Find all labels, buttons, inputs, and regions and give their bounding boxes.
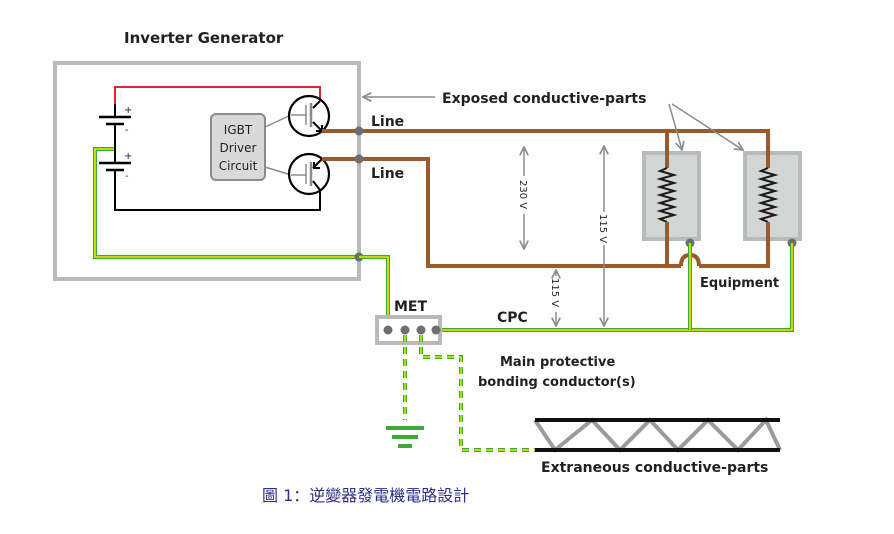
driver-label-line1: IGBT — [224, 123, 253, 137]
driver-label-line2: Driver — [220, 141, 257, 155]
igbt-driver-circuit: IGBT Driver Circuit — [210, 113, 292, 181]
battery-icon: + - + - — [99, 104, 132, 182]
line2-terminal — [354, 154, 364, 164]
voltage-115-indicator-2: 115 V — [549, 270, 560, 326]
generator-title: Inverter Generator — [124, 29, 284, 47]
exposed-parts-label: Exposed conductive-parts — [442, 91, 646, 107]
bonding-conductors — [403, 335, 535, 452]
battery-plus-2: + — [124, 151, 132, 162]
igbt-transistor-upper-icon — [287, 94, 331, 138]
voltage-115-label-1: 115 V — [597, 214, 608, 243]
extraneous-truss — [533, 416, 782, 453]
earth-wire-internal — [93, 147, 359, 259]
cpc-label: CPC — [497, 310, 528, 326]
equipment-1 — [642, 131, 701, 266]
equipment-label: Equipment — [700, 276, 779, 291]
voltage-115-label-2: 115 V — [549, 278, 560, 307]
igbt-transistor-lower-icon — [287, 152, 331, 196]
positive-wire — [114, 86, 321, 104]
line1-label: Line — [371, 114, 404, 130]
equipment-2 — [743, 131, 802, 266]
line-wires — [322, 129, 770, 268]
figure-caption: 圖 1：逆變器發電機電路設計 — [262, 486, 470, 505]
negative-wire — [114, 174, 321, 211]
battery-minus-2: - — [125, 171, 129, 182]
met-terminal — [375, 315, 442, 345]
met-label: MET — [394, 299, 427, 315]
voltage-115-indicator-1: 115 V — [597, 146, 608, 326]
exposed-parts-pointers — [363, 97, 743, 150]
bonding-label-line1: Main protective — [500, 355, 615, 370]
bonding-label-line2: bonding conductor(s) — [478, 375, 636, 390]
earth-ground-icon — [386, 426, 424, 448]
voltage-230-indicator: 230 V — [517, 147, 528, 249]
voltage-230-label: 230 V — [517, 180, 528, 209]
driver-label-line3: Circuit — [219, 159, 258, 173]
battery-minus-1: - — [125, 125, 129, 136]
line2-label: Line — [371, 166, 404, 182]
line1-terminal — [354, 126, 364, 136]
cpc-wire — [359, 243, 794, 332]
extraneous-label: Extraneous conductive-parts — [541, 460, 768, 476]
battery-plus-1: + — [124, 105, 132, 116]
